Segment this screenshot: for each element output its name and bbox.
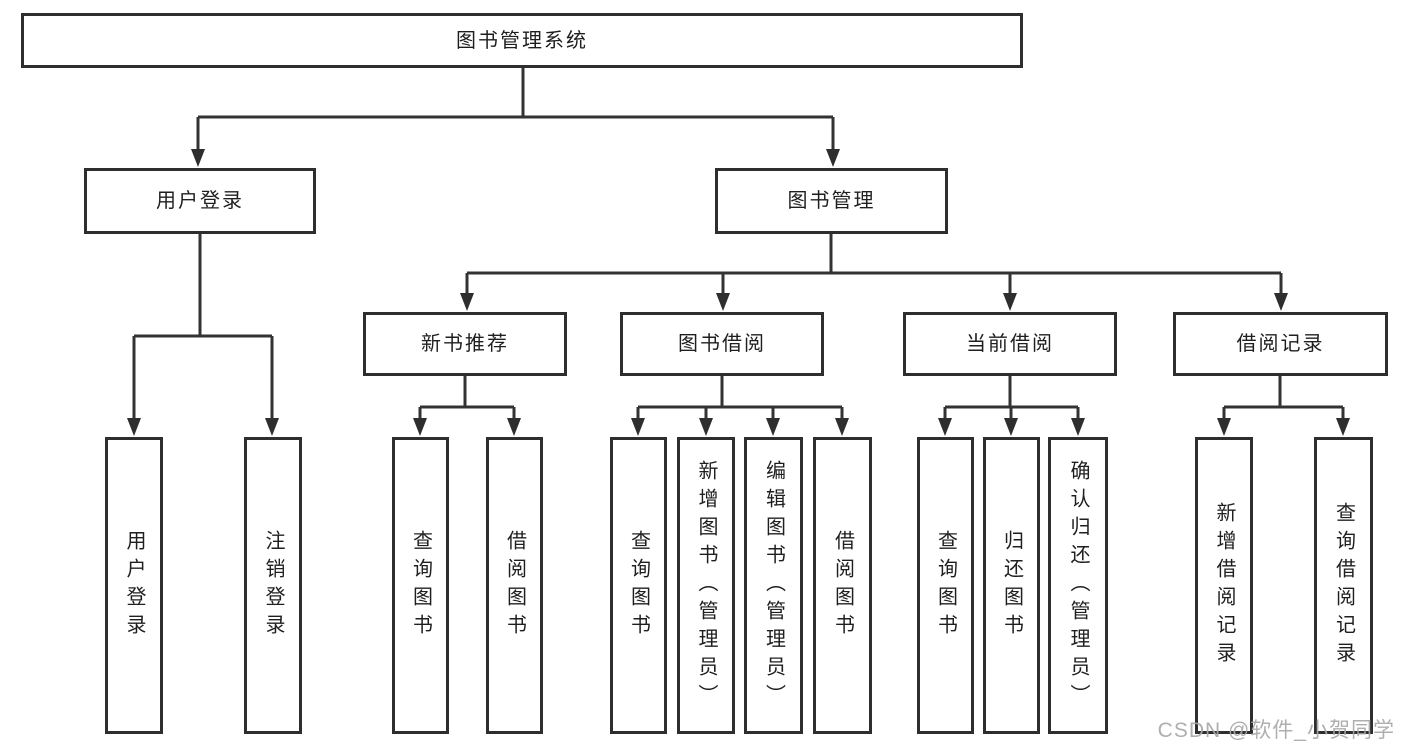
node-leaf-edit-books-admin: 编辑图书（管理员）	[744, 437, 803, 734]
node-new-book-recommend: 新书推荐	[363, 312, 567, 376]
node-leaf-query-books-recommend: 查询图书	[392, 437, 449, 734]
node-book-management: 图书管理	[715, 168, 948, 234]
node-book-borrow: 图书借阅	[620, 312, 824, 376]
node-leaf-borrow-books: 借阅图书	[813, 437, 872, 734]
node-label: 编辑图书（管理员）	[762, 459, 785, 712]
node-label: 查询图书	[627, 529, 650, 642]
node-label: 借阅图书	[831, 529, 854, 642]
node-leaf-add-books-admin: 新增图书（管理员）	[677, 437, 735, 734]
node-label: 借阅记录	[1236, 333, 1325, 355]
node-leaf-query-books-borrow: 查询图书	[610, 437, 667, 734]
node-label: 新增借阅记录	[1213, 501, 1235, 670]
node-leaf-query-borrow-record: 查询借阅记录	[1314, 437, 1373, 734]
node-leaf-return-books: 归还图书	[983, 437, 1040, 734]
node-label: 图书管理系统	[456, 29, 588, 52]
node-leaf-add-borrow-record: 新增借阅记录	[1195, 437, 1253, 734]
node-root: 图书管理系统	[21, 13, 1023, 68]
node-user-login: 用户登录	[84, 168, 316, 234]
node-leaf-user-login: 用户登录	[105, 437, 163, 734]
node-label: 查询图书	[934, 529, 957, 642]
node-label: 新增图书（管理员）	[695, 459, 717, 712]
node-label: 用户登录	[156, 190, 244, 212]
node-leaf-borrow-books-recommend: 借阅图书	[486, 437, 543, 734]
node-leaf-confirm-return-admin: 确认归还（管理员）	[1048, 437, 1108, 734]
node-leaf-logout-login: 注销登录	[244, 437, 302, 734]
node-label: 图书借阅	[678, 333, 766, 355]
node-borrow-record: 借阅记录	[1173, 312, 1388, 376]
csdn-watermark: CSDN @软件_小贺同学	[1157, 719, 1395, 742]
node-label: 查询借阅记录	[1332, 501, 1355, 670]
node-current-borrow: 当前借阅	[903, 312, 1117, 376]
node-label: 当前借阅	[966, 333, 1054, 355]
node-label: 确认归还（管理员）	[1067, 459, 1089, 712]
node-label: 借阅图书	[503, 529, 526, 642]
node-label: 图书管理	[787, 190, 876, 212]
node-label: 用户登录	[123, 529, 145, 642]
node-label: 查询图书	[409, 529, 432, 642]
node-label: 新书推荐	[421, 333, 509, 355]
node-leaf-query-books-current: 查询图书	[917, 437, 974, 734]
node-label: 归还图书	[1000, 529, 1023, 642]
node-label: 注销登录	[262, 529, 284, 642]
